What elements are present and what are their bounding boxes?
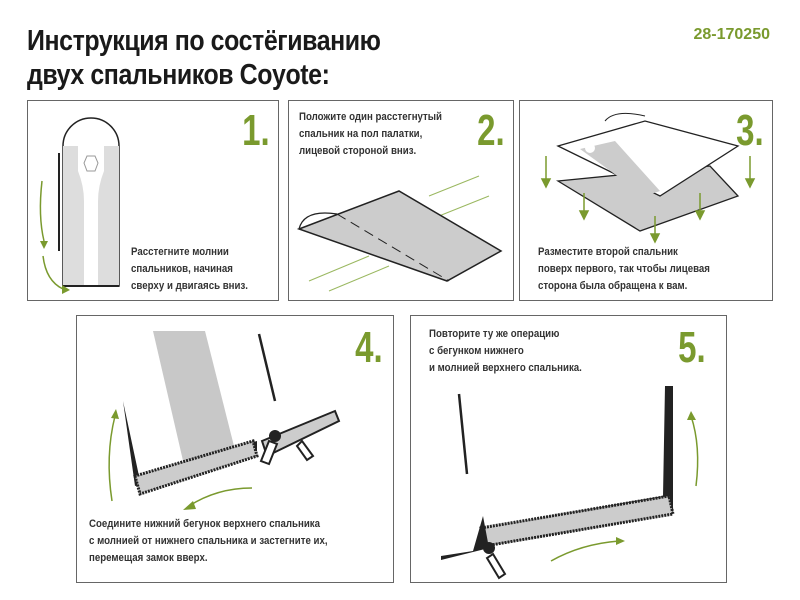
step-text: Расстегните молнии спальников, начиная с… — [131, 244, 248, 295]
zipper-repeat-illustration — [441, 386, 699, 580]
step-5-panel: 5. Повторите ту же операцию с бегунком н… — [410, 315, 727, 583]
text-line: спальников, начиная — [131, 263, 233, 275]
text-line: лицевой стороной вниз. — [299, 145, 417, 157]
step-number: 4. — [355, 323, 383, 372]
page-title: Инструкция по состёгиванию двух спальник… — [27, 24, 381, 92]
step-number: 1. — [242, 106, 270, 155]
text-line: Разместите второй спальник — [538, 246, 678, 258]
step-number: 2. — [477, 106, 505, 155]
zipper-join-illustration — [108, 331, 341, 510]
text-line: спальник на пол палатки, — [299, 128, 423, 140]
text-line: Повторите ту же операцию — [429, 328, 560, 340]
sleeping-bags-stacking-illustration — [540, 112, 756, 244]
step-1-panel: 1. Расстегните молнии спальников, начина… — [27, 100, 279, 301]
text-line: с бегунком нижнего — [429, 345, 524, 357]
text-line: Расстегните молнии — [131, 246, 229, 258]
step-number: 3. — [736, 106, 764, 155]
step-4-panel: 4. Соедините нижний бегунок верхнего спа… — [76, 315, 394, 583]
step-number: 5. — [678, 323, 706, 372]
step-text: Повторите ту же операцию с бегунком нижн… — [429, 326, 582, 377]
text-line: сторона была обращена к вам. — [538, 280, 688, 292]
text-line: перемещая замок вверх. — [89, 552, 208, 564]
sleeping-bag-floor-illustration — [296, 175, 503, 292]
step-text: Соедините нижний бегунок верхнего спальн… — [89, 516, 328, 567]
text-line: и молнией верхнего спальника. — [429, 362, 582, 374]
step-text: Положите один расстегнутый спальник на п… — [299, 109, 442, 160]
text-line: Соедините нижний бегунок верхнего спальн… — [89, 518, 321, 530]
step-2-panel: 2. Положите один расстегнутый спальник н… — [288, 100, 514, 301]
text-line: Положите один расстегнутый — [299, 111, 443, 123]
title-line-1: Инструкция по состёгиванию — [27, 25, 381, 57]
text-line: сверху и двигаясь вниз. — [131, 280, 248, 292]
title-line-2: двух спальников Coyote: — [27, 59, 330, 91]
step-3-panel: 3. Разместите второй спальник поверх пер… — [519, 100, 773, 301]
text-line: поверх первого, так чтобы лицевая — [538, 263, 710, 275]
product-code: 28-170250 — [693, 26, 770, 43]
text-line: с молнией от нижнего спальника и застегн… — [89, 535, 328, 547]
step-text: Разместите второй спальник поверх первог… — [538, 244, 710, 295]
sleeping-bag-unzip-illustration — [39, 117, 120, 294]
